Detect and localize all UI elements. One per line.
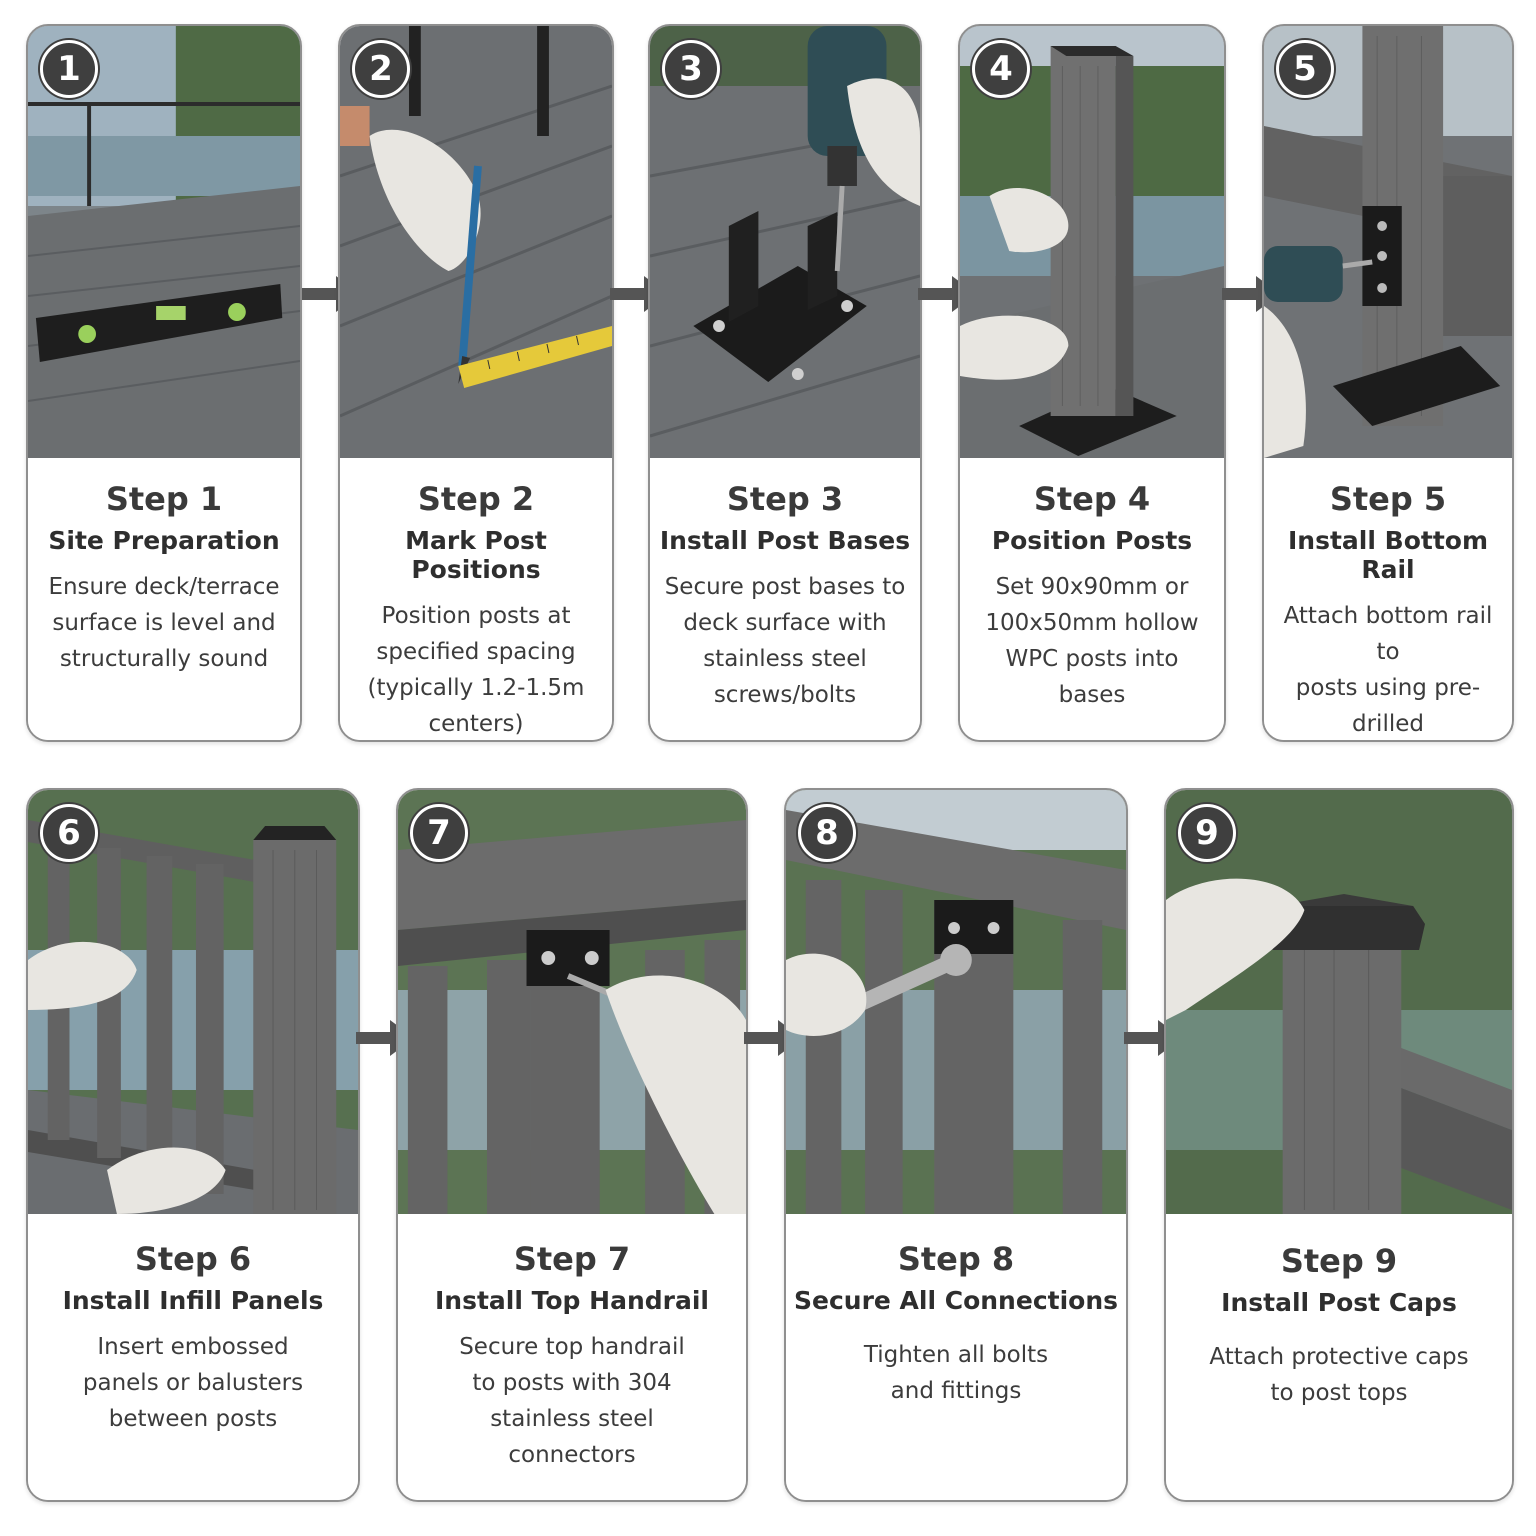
step-description: Insert embossed panels or balusters betw… [82, 1334, 304, 1432]
step-description: Secure post bases to deck surface with s… [664, 574, 906, 708]
step-card-9: 9 Step 9 Install Post Caps Attach protec… [1164, 788, 1514, 1502]
step-caption: Step 3 Install Post Bases Secure post ba… [650, 458, 920, 740]
step-card-7: 7 Step 7 Install Top Handrail Secure top… [396, 788, 748, 1502]
post-icon [960, 26, 1224, 458]
step-label: Step 3 [726, 480, 844, 518]
step-number-badge: 3 [662, 40, 720, 98]
step-description: Set 90x90mm or 100x50mm hollow WPC posts… [985, 574, 1199, 708]
step-6-photo [28, 790, 358, 1214]
step-card-6: 6 Step 6 Install Infill Panels Insert em… [26, 788, 360, 1502]
step-card-2: 2 Step 2 Mark Post Positions Position po… [338, 24, 614, 742]
step-card-4: 4 Step 4 Position Posts Set 90x90mm or 1… [958, 24, 1226, 742]
step-title: Install Post Caps [1221, 1288, 1457, 1317]
step-label: Step 2 [417, 480, 535, 518]
step-description: Ensure deck/terrace surface is level and… [48, 574, 280, 672]
step-description: Tighten all bolts and fittings [863, 1342, 1049, 1404]
step-label: Step 7 [513, 1240, 631, 1278]
step-title: Install Bottom Rail [1288, 526, 1488, 584]
step-card-5: 5 Step 5 Install Bottom Rail Attach bott… [1262, 24, 1514, 742]
step-number-badge: 4 [972, 40, 1030, 98]
step-9-photo [1166, 790, 1512, 1214]
step-label: Step 5 [1329, 480, 1447, 518]
step-card-8: 8 Step 8 Secure All Connections Tighten … [784, 788, 1128, 1502]
step-number-badge: 6 [40, 804, 98, 862]
step-8-photo [786, 790, 1126, 1214]
step-caption: Step 2 Mark Post Positions Position post… [340, 458, 612, 740]
step-card-3: 3 Step 3 Install Post Bases Secure post … [648, 24, 922, 742]
step-5-photo [1264, 26, 1512, 458]
step-number-badge: 7 [410, 804, 468, 862]
step-caption: Step 9 Install Post Caps Attach protecti… [1166, 1214, 1512, 1500]
step-caption: Step 4 Position Posts Set 90x90mm or 100… [960, 458, 1224, 740]
step-number-badge: 1 [40, 40, 98, 98]
step-caption: Step 6 Install Infill Panels Insert embo… [28, 1214, 358, 1500]
step-1-photo [28, 26, 300, 458]
step-7-photo [398, 790, 746, 1214]
step-number-badge: 2 [352, 40, 410, 98]
step-number-badge: 9 [1178, 804, 1236, 862]
step-label: Step 6 [134, 1240, 252, 1278]
step-caption: Step 8 Secure All Connections Tighten al… [786, 1214, 1126, 1500]
handrail-icon [398, 790, 746, 1214]
step-caption: Step 1 Site Preparation Ensure deck/terr… [28, 458, 300, 740]
step-label: Step 9 [1280, 1242, 1398, 1280]
pencil-tape-icon [340, 26, 612, 458]
step-title: Position Posts [991, 526, 1193, 555]
step-label: Step 8 [897, 1240, 1015, 1278]
level-icon [28, 26, 300, 458]
step-caption: Step 5 Install Bottom Rail Attach bottom… [1264, 458, 1512, 740]
step-number-badge: 5 [1276, 40, 1334, 98]
wrench-icon [786, 790, 1126, 1214]
post-cap-icon [1166, 790, 1512, 1214]
step-2-photo [340, 26, 612, 458]
step-description: Attach bottom rail to posts using pre-dr… [1283, 603, 1493, 737]
step-title: Secure All Connections [793, 1286, 1119, 1315]
drill-rail-icon [1264, 26, 1512, 458]
step-title: Install Post Bases [659, 526, 911, 555]
step-title: Site Preparation [48, 526, 280, 555]
step-title: Mark Post Positions [405, 526, 547, 584]
step-title: Install Top Handrail [435, 1286, 709, 1315]
step-label: Step 4 [1033, 480, 1151, 518]
step-label: Step 1 [105, 480, 223, 518]
balusters-icon [28, 790, 358, 1214]
step-title: Install Infill Panels [62, 1286, 324, 1315]
step-card-1: 1 Step 1 Site Preparation Ensure deck/te… [26, 24, 302, 742]
step-description: Position posts at specified spacing (typ… [367, 603, 585, 737]
step-number-badge: 8 [798, 804, 856, 862]
step-caption: Step 7 Install Top Handrail Secure top h… [398, 1214, 746, 1500]
step-description: Secure top handrail to posts with 304 st… [459, 1334, 685, 1468]
step-description: Attach protective caps to post tops [1209, 1344, 1469, 1406]
step-4-photo [960, 26, 1224, 458]
